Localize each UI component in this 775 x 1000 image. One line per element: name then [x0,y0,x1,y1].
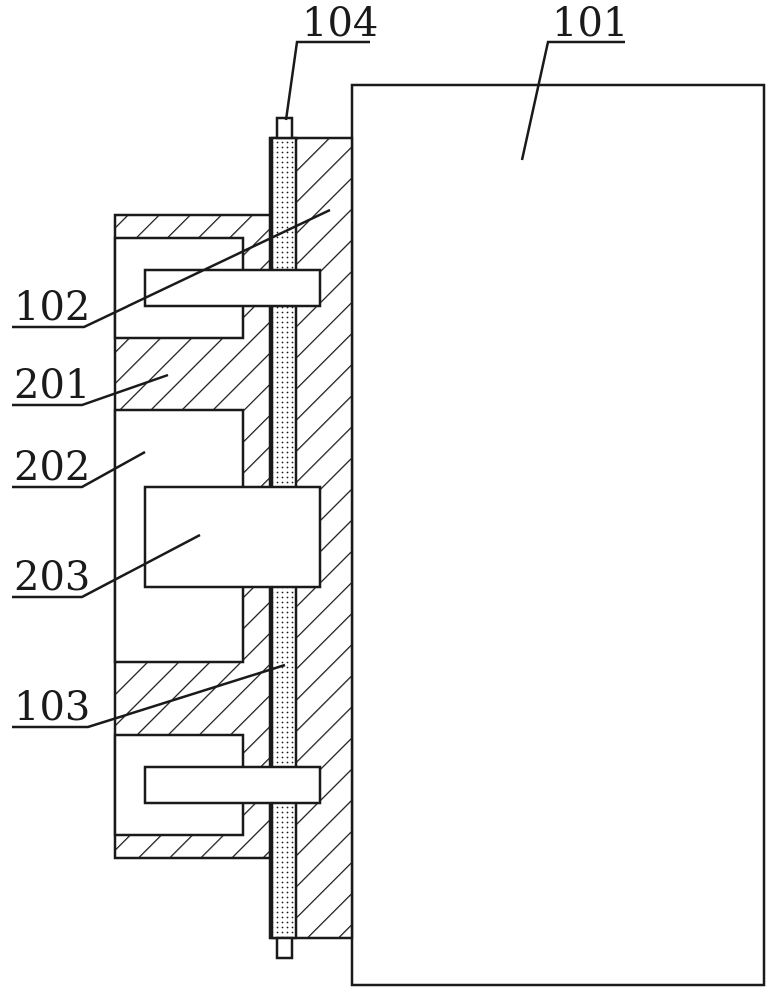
slider-top [143,268,322,308]
leader-103 [12,663,286,729]
main-body-101 [350,83,766,987]
slider-block-203 [143,485,322,589]
label-102: 102 [14,284,90,330]
leader-201 [12,373,169,407]
label-103: 103 [14,684,90,730]
leader-102 [12,208,331,329]
label-201: 201 [14,362,90,408]
label-104: 104 [302,0,378,46]
label-203: 203 [14,554,90,600]
slider-bottom [143,765,322,805]
leader-202 [12,450,146,489]
rod-cap-bottom [275,936,294,960]
label-101: 101 [552,0,628,46]
leader-104 [284,40,370,121]
label-202: 202 [14,444,90,490]
rod-cap-top-104 [275,116,294,140]
leader-203 [12,533,201,599]
leader-101 [520,40,625,161]
